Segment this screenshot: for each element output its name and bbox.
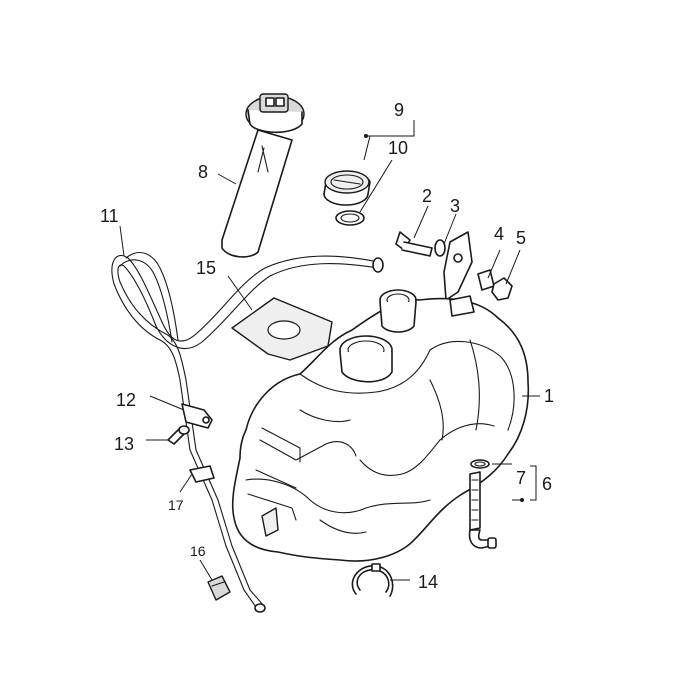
part-16-retainer-clip (207, 575, 231, 601)
callout-16: 16 (190, 543, 206, 559)
part-15-pad (231, 297, 333, 361)
callout-6: 6 (542, 474, 552, 494)
callout-5: 5 (516, 228, 526, 248)
tank-bracket (443, 231, 473, 301)
part-13-screw (167, 425, 190, 445)
part-4-spacer (477, 269, 495, 291)
part-14-band-clamp (351, 563, 394, 597)
part-5-nut (491, 277, 513, 301)
callout-17: 17 (168, 497, 184, 513)
callout-14: 14 (418, 572, 438, 592)
callout-11: 11 (100, 206, 119, 226)
part-8-fuel-level-sender (221, 93, 305, 258)
callout-4: 4 (494, 224, 504, 244)
callout-13: 13 (114, 434, 134, 454)
part-17-clip (189, 465, 215, 483)
callout-9: 9 (394, 100, 404, 120)
callout-3: 3 (450, 196, 460, 216)
callout-12: 12 (116, 390, 136, 410)
part-1-fuel-tank (231, 289, 530, 562)
part-9-filler-cap (323, 170, 371, 206)
part-11-breather-hose (111, 252, 384, 613)
callout-10: 10 (388, 138, 408, 158)
part-10-cap-gasket (335, 210, 365, 226)
callout-8: 8 (198, 162, 208, 182)
part-6-fuel-pickup (468, 471, 497, 549)
callout-2: 2 (422, 186, 432, 206)
part-2-bolt (395, 231, 433, 257)
part-12-hose-clamp (181, 403, 213, 429)
part-7-o-ring (470, 459, 490, 469)
callout-1: 1 (544, 386, 554, 406)
callout-15: 15 (196, 258, 216, 278)
callout-labels: 1 2 3 4 5 6 7 9 10 8 11 12 13 14 15 16 1… (100, 100, 554, 592)
leader-lines (119, 120, 540, 581)
part-3-washer (434, 239, 446, 257)
callout-7: 7 (516, 468, 526, 488)
